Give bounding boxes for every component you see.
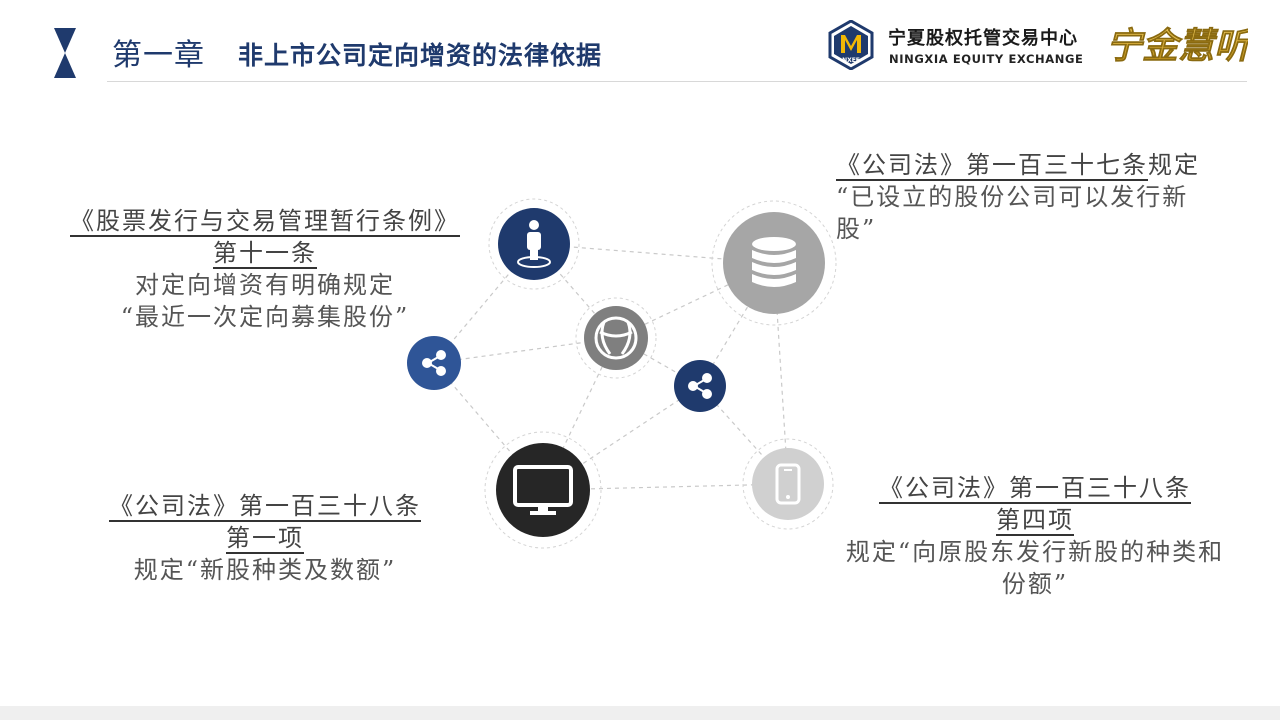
database-icon [752,237,796,287]
person-node [488,198,580,290]
block-quote-end: 份额” [1001,570,1069,598]
share-icon [422,350,446,376]
text-block-top-left: 《股票发行与交易管理暂行条例》 第十一条 对定向增资有明确规定 “最近一次定向募… [50,205,480,333]
text-block-bottom-right: 《公司法》第一百三十八条 第四项 规定“向原股东发行新股的种类和 份额” [830,472,1240,600]
svg-text:宁金慧听: 宁金慧听 [1108,25,1248,67]
article-item: 第一项 [226,524,304,554]
law-article: 《公司法》第一百三十八条 [879,474,1191,504]
logo-text: NXEE [842,57,860,64]
footer-bar [0,706,1280,720]
share-icon [688,373,712,399]
block-quote: 规定“新股种类及数额” [133,556,397,584]
law-article: 《公司法》第一百三十八条 [109,492,421,522]
person-icon [517,220,551,268]
monitor-icon [513,465,573,515]
phone-node [742,438,834,530]
exchange-logo: NXEE [828,20,874,70]
globe-icon [594,316,638,360]
text-block-bottom-left: 《公司法》第一百三十八条 第一项 规定“新股种类及数额” [70,490,460,586]
chapter-label: 第一章 [112,38,205,73]
block-text: 规定 [1148,151,1200,179]
phone-icon [775,463,801,505]
law-article: 《公司法》第一百三十七条 [836,151,1148,181]
database-node [711,200,837,326]
exchange-name-cn: 宁夏股权托管交易中心 [888,28,1078,49]
page-title: 非上市公司定向增资的法律依据 [238,41,603,70]
article-item: 第四项 [996,506,1074,536]
block-quote-end: 股” [836,215,877,243]
block-quote: “最近一次定向募集股份” [120,303,410,331]
share-node-center [674,360,726,412]
globe-node [575,297,657,379]
monitor-node [484,431,602,549]
block-text: 对定向增资有明确规定 [135,271,395,299]
header-divider [107,81,1247,82]
share-node-left [407,336,461,390]
brand-calligraphy-logo: 宁金慧听 [1108,25,1248,68]
regulation-title: 《股票发行与交易管理暂行条例》 [70,207,460,237]
article-number: 第十一条 [213,239,317,269]
hourglass-icon [54,28,76,78]
block-quote: “已设立的股份公司可以发行新 [836,183,1189,211]
exchange-name-en: NINGXIA EQUITY EXCHANGE [889,52,1084,66]
block-quote: 规定“向原股东发行新股的种类和 [845,538,1225,566]
text-block-top-right: 《公司法》第一百三十七条规定 “已设立的股份公司可以发行新 股” [836,149,1256,245]
